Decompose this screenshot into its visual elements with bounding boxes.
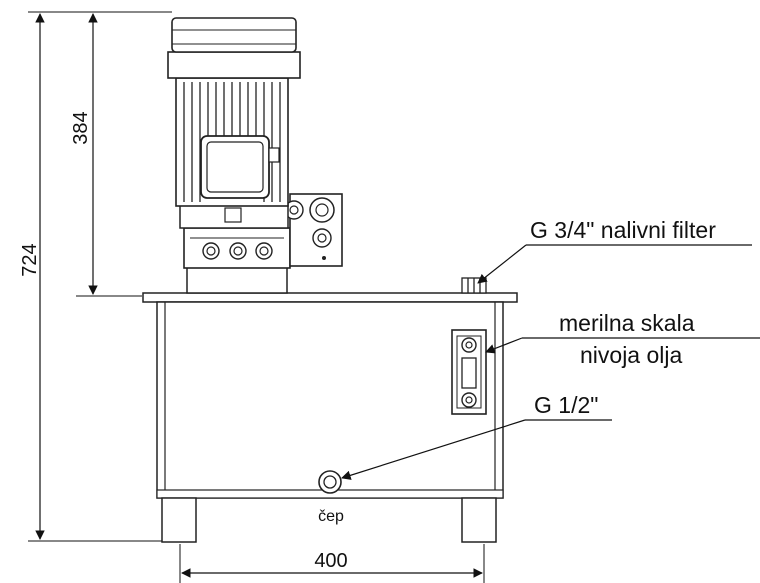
- tank-foot-right: [461, 497, 497, 543]
- extension-lines: [28, 11, 485, 583]
- tank-lid: [142, 292, 518, 303]
- drain-plug: [318, 470, 342, 494]
- drain-port-label: G 1/2": [534, 392, 598, 418]
- callout-leaders: [341, 244, 760, 480]
- drain-plug-label: čep: [318, 508, 344, 525]
- dimension-motor-height: 384: [70, 13, 98, 295]
- tank-foot-left: [161, 497, 197, 543]
- filler-filter-label: G 3/4" nalivni filter: [530, 217, 716, 243]
- dimension-total-height: 724: [19, 13, 45, 540]
- pump-assembly: [179, 193, 343, 294]
- total-height-label: 724: [19, 243, 41, 276]
- motor-fan-cover: [167, 51, 301, 79]
- oil-level-gauge: [451, 329, 487, 415]
- tank-width-label: 400: [314, 550, 347, 572]
- oil-gauge-label-line2: nivoja olja: [580, 342, 682, 368]
- motor-height-label: 384: [70, 111, 92, 144]
- dimension-tank-width: 400: [181, 550, 483, 578]
- oil-gauge-label-line1: merilna skala: [559, 310, 695, 336]
- tank-body: [156, 301, 504, 499]
- oil-tank: [142, 292, 518, 543]
- electric-motor: [167, 17, 301, 207]
